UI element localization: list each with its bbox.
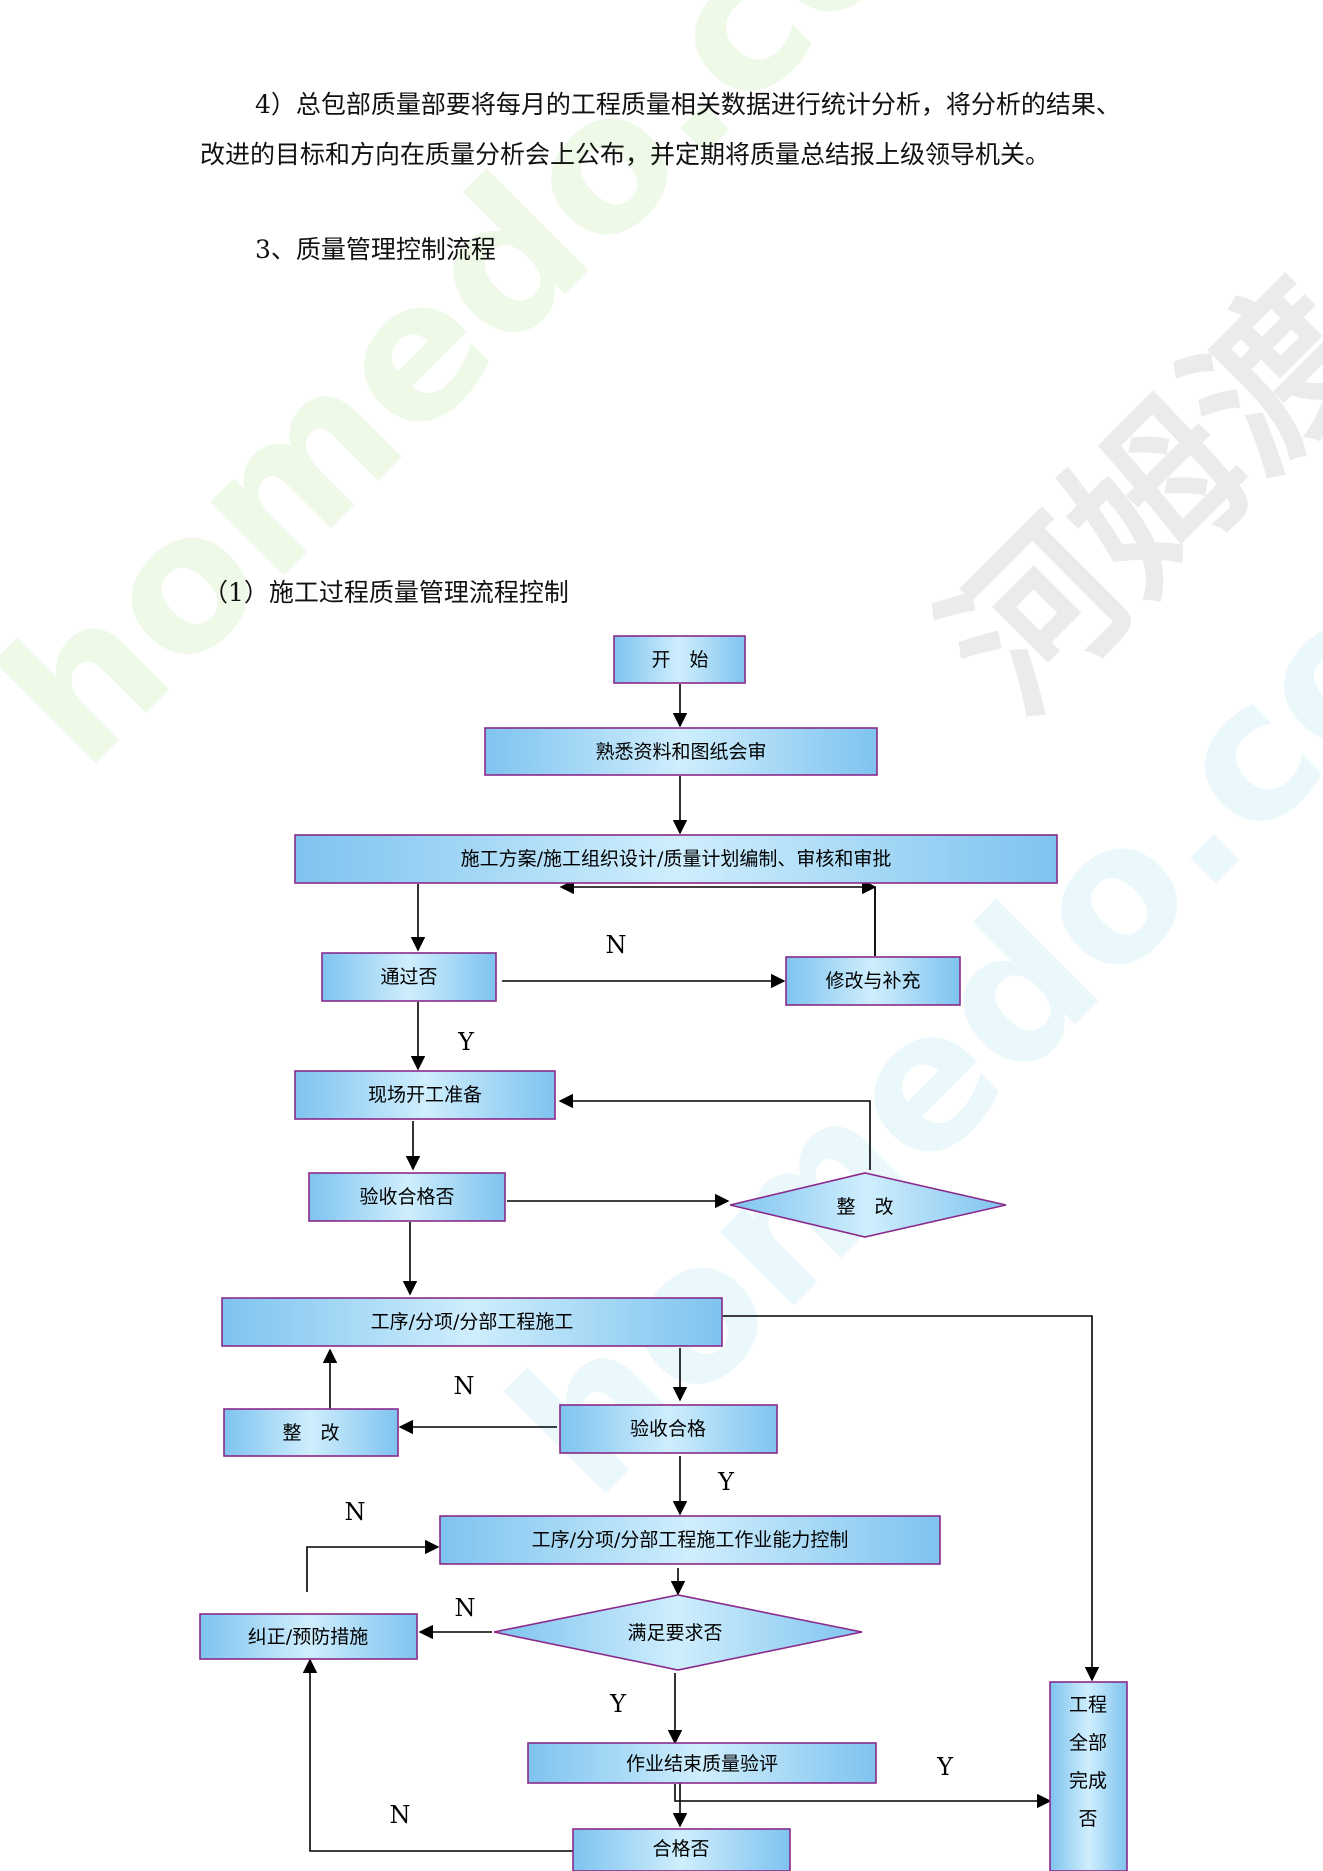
paragraph-4: 4）总包部质量部要将每月的工程质量相关数据进行统计分析，将分析的结果、改进的目标… (200, 90, 1121, 169)
complete-label-4: 否 (1078, 1808, 1097, 1830)
label-y-4: Y (936, 1753, 954, 1781)
review-box (484, 727, 878, 776)
process-box (221, 1297, 723, 1347)
prep-box (294, 1070, 556, 1120)
complete-label-3: 完成 (1069, 1770, 1107, 1792)
label-y-3: Y (609, 1690, 627, 1718)
rectify-diamond-label: 整 改 (836, 1196, 893, 1218)
accept-label: 验收合格 (630, 1418, 706, 1440)
plan-label: 施工方案/施工组织设计/质量计划编制、审核和审批 (461, 848, 892, 870)
meet-label: 满足要求否 (627, 1622, 722, 1644)
plan-box (294, 834, 1058, 884)
accept-ok-label: 验收合格否 (359, 1186, 454, 1208)
complete-box (1049, 1681, 1128, 1871)
rectify-box-label: 整 改 (282, 1422, 339, 1444)
review-label: 熟悉资料和图纸会审 (595, 741, 766, 763)
start-box (613, 635, 746, 684)
passed-box (321, 952, 497, 1002)
revise-label: 修改与补充 (825, 970, 920, 992)
accept-box (559, 1404, 778, 1454)
evaluate-box (527, 1742, 877, 1784)
label-n-2: N (454, 1372, 475, 1400)
start-label: 开 始 (651, 649, 708, 671)
rectify-box (223, 1408, 399, 1457)
prep-label: 现场开工准备 (368, 1084, 482, 1106)
complete-label-1: 工程 (1069, 1694, 1107, 1716)
rectify-diamond (729, 1172, 1007, 1238)
section-heading: 3、质量管理控制流程 (255, 235, 496, 264)
label-n-1: N (606, 931, 627, 959)
passed-label: 通过否 (380, 966, 437, 988)
subsection-heading: （1）施工过程质量管理流程控制 (203, 578, 569, 607)
correct-box (199, 1613, 418, 1660)
qualified-box (572, 1828, 791, 1871)
label-n-4: N (455, 1594, 476, 1622)
qualified-label: 合格否 (652, 1838, 709, 1860)
complete-label-2: 全部 (1069, 1732, 1107, 1754)
meet-diamond (493, 1594, 863, 1671)
label-n-3: N (345, 1498, 366, 1526)
label-y-1: Y (457, 1028, 475, 1056)
capability-box (439, 1515, 941, 1565)
accept-ok-box (308, 1172, 506, 1222)
process-label: 工序/分项/分部工程施工 (371, 1311, 574, 1333)
evaluate-label: 作业结束质量验评 (626, 1753, 778, 1775)
label-n-5: N (390, 1801, 411, 1829)
label-y-2: Y (717, 1468, 735, 1496)
correct-label: 纠正/预防措施 (248, 1626, 368, 1648)
capability-label: 工序/分项/分部工程施工作业能力控制 (532, 1529, 849, 1551)
revise-box (785, 956, 961, 1006)
